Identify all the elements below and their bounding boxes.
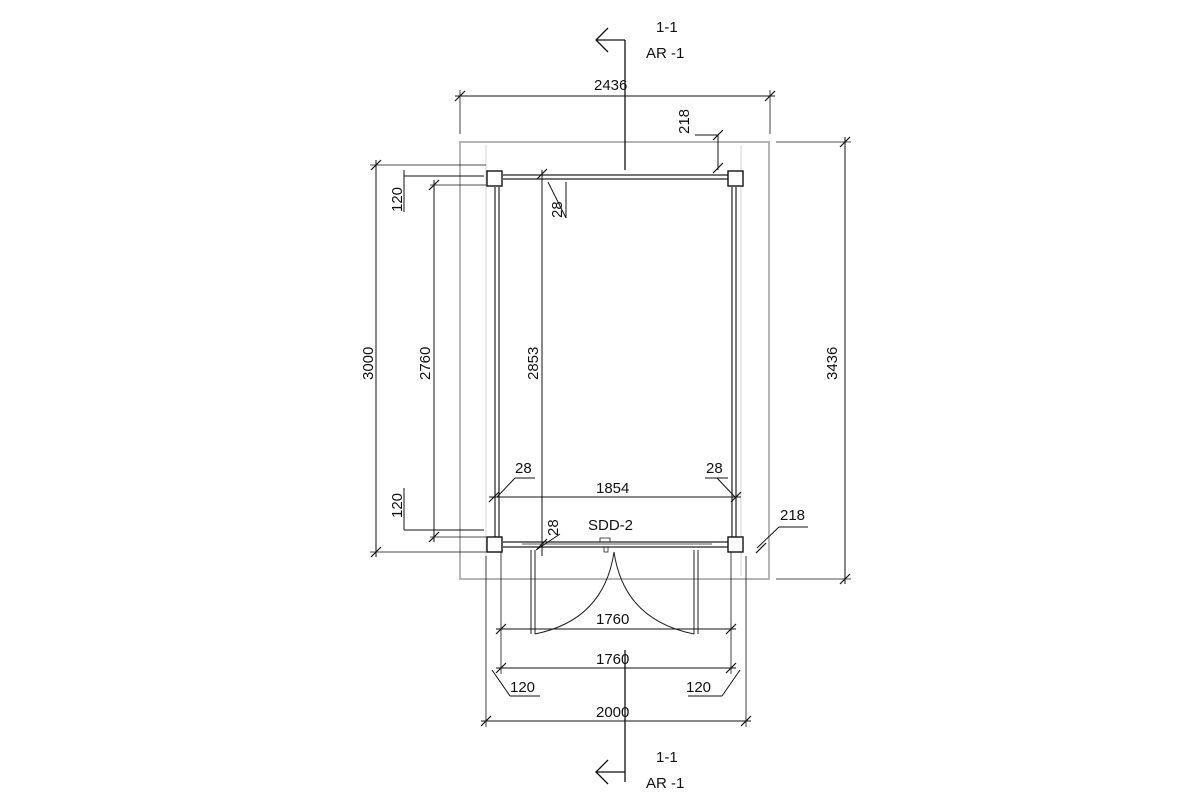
dim-label-1854: 1854	[596, 480, 629, 497]
dim-label-1760-door: 1760	[596, 611, 629, 628]
dim-side-right	[688, 669, 741, 697]
door-label: SDD-2	[588, 517, 633, 534]
dim-label-1760-clear: 1760	[596, 651, 629, 668]
dim-left-outer	[370, 159, 486, 558]
post-bottom-right	[727, 536, 744, 553]
dim-label-2760: 2760	[417, 347, 434, 380]
section-arrow-top-icon	[595, 27, 625, 53]
dim-label-120-left: 120	[510, 679, 535, 696]
dim-label-2000: 2000	[596, 704, 629, 721]
dim-label-28-top: 28	[549, 201, 566, 218]
section-line	[595, 27, 626, 785]
dim-clear-width	[495, 552, 737, 674]
dim-label-120-top: 120	[389, 187, 406, 212]
dim-label-2853: 2853	[525, 347, 542, 380]
dim-label-28-bottom-left: 28	[515, 460, 532, 477]
dim-label-3000: 3000	[360, 347, 377, 380]
dim-side-left	[491, 669, 540, 697]
dim-label-28-bottom-right: 28	[706, 460, 723, 477]
dim-door-wall	[535, 533, 561, 556]
post-bottom-left	[486, 536, 503, 553]
dim-top-right-218	[695, 129, 724, 174]
section-label-top: 1-1	[656, 19, 678, 36]
dim-wall-top-left	[547, 181, 567, 219]
dim-label-120-bottom: 120	[389, 493, 406, 518]
dim-bottom-right-218	[755, 526, 808, 554]
post-top-right	[727, 170, 744, 187]
section-arrow-bottom-icon	[595, 759, 625, 785]
section-ref-bottom: AR -1	[646, 775, 684, 792]
dim-overall-width	[454, 90, 776, 134]
dim-base-width	[480, 556, 752, 727]
post-top-left	[486, 170, 503, 187]
dim-left-inner	[428, 179, 486, 543]
dim-inner-width	[488, 477, 742, 503]
dim-post-bottom	[403, 488, 484, 531]
dim-label-218-bottom: 218	[780, 507, 805, 524]
dim-label-120-right: 120	[686, 679, 711, 696]
dim-label-3436: 3436	[824, 347, 841, 380]
dim-label-218-top: 218	[676, 109, 693, 134]
corner-posts	[486, 170, 744, 553]
slab-outline	[459, 141, 770, 580]
dim-label-2436: 2436	[594, 77, 627, 94]
section-label-bottom: 1-1	[656, 749, 678, 766]
dim-label-28-door: 28	[545, 519, 562, 536]
section-ref-top: AR -1	[646, 45, 684, 62]
dim-overall-height	[776, 136, 851, 585]
door-swing	[530, 550, 699, 635]
dim-post-top	[403, 170, 484, 212]
